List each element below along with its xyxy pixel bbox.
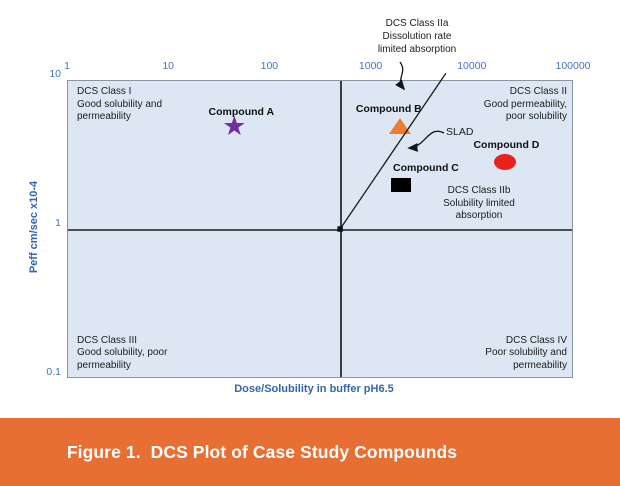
compound-label: Compound D	[473, 139, 540, 152]
x-tick-label: 10	[162, 60, 175, 72]
quadrant-label-class-ii: DCS Class II Good permeability, poor sol…	[483, 86, 567, 122]
x-tick-label: 1	[64, 60, 70, 72]
figure-caption: Figure 1. DCS Plot of Case Study Compoun…	[66, 441, 458, 462]
x-axis-title: Dose/Solubility in buffer pH6.5	[234, 383, 394, 395]
x-tick-label: 10000	[457, 60, 487, 72]
compound-marker-ellipse	[494, 154, 517, 171]
permeability-boundary-line	[68, 229, 572, 231]
compound-marker-triangle	[388, 117, 411, 134]
slad-label: SLAD	[446, 126, 474, 138]
quadrant-label-class-iib: DCS Class IIb Solubility limited absorpt…	[443, 185, 515, 221]
y-axis-title: Peff cm/sec x10-4	[28, 180, 40, 274]
y-tick-label: 10	[49, 68, 61, 80]
compound-label: Compound A	[208, 106, 275, 119]
x-tick-label: 100000	[555, 60, 591, 72]
figure-caption-bar: Figure 1. DCS Plot of Case Study Compoun…	[0, 418, 620, 486]
x-tick-label: 100	[260, 60, 279, 72]
plot-area: DCS Class I Good solubility and permeabi…	[67, 80, 573, 378]
compound-label: Compound B	[355, 102, 422, 115]
compound-label: Compound C	[392, 162, 459, 175]
y-tick-label: 0.1	[46, 366, 61, 378]
compound-marker-star: ★	[222, 111, 247, 143]
quadrant-label-class-i: DCS Class I Good solubility and permeabi…	[77, 86, 163, 122]
x-tick-label: 1000	[358, 60, 383, 72]
compound-marker-square	[390, 178, 411, 193]
quadrant-label-class-iv: DCS Class IV Poor solubility and permeab…	[485, 334, 567, 371]
y-tick-label: 1	[55, 217, 61, 229]
dcs-class-iia-annotation: DCS Class IIa Dissolution rate limited a…	[377, 18, 457, 55]
quadrant-label-class-iii: DCS Class III Good solubility, poor perm…	[77, 334, 168, 371]
